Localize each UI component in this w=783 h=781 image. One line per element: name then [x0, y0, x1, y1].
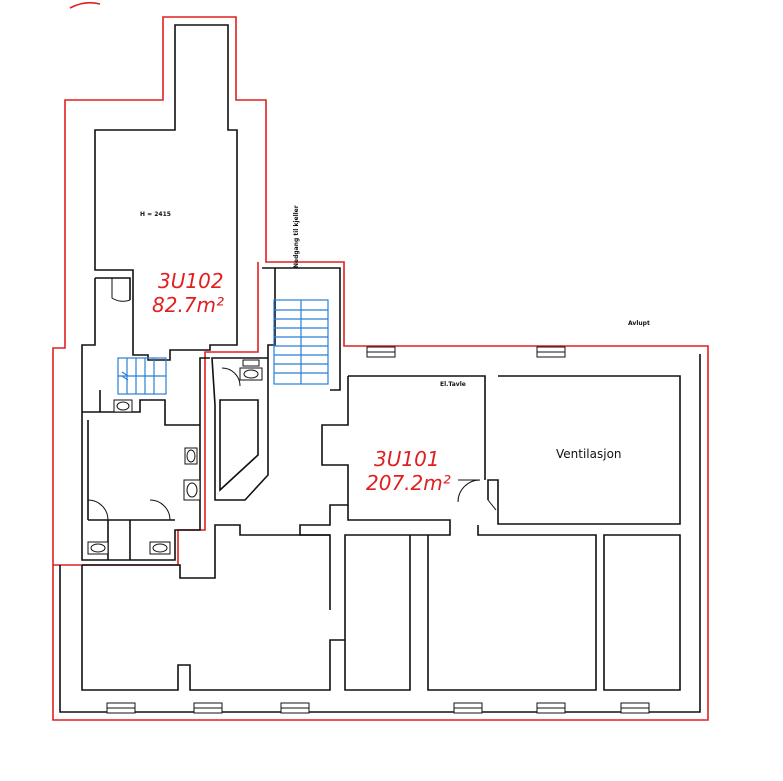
wall-outer-east — [59, 354, 701, 713]
wall-ventilasjon — [487, 375, 681, 525]
labels: 3U102 82.7m² 3U101 207.2m² Ventilasjon H… — [140, 205, 650, 495]
door-swing — [487, 499, 497, 511]
wall-bath-block — [82, 390, 200, 560]
door-swing — [457, 479, 481, 503]
avlupt-label: Avlupt — [628, 320, 650, 327]
stairs — [117, 299, 329, 395]
wall-3u102-north — [94, 24, 238, 361]
area-boundary — [52, 1, 709, 721]
height-label: H = 2415 — [140, 211, 171, 218]
room-code-3u102: 3U102 — [158, 269, 224, 293]
wall-corridor — [344, 505, 681, 691]
door-swing — [221, 367, 241, 387]
doors — [87, 278, 497, 521]
door-swing — [87, 499, 109, 521]
stair-note-label: Nedgang til kjeller — [293, 205, 300, 268]
walls — [59, 24, 701, 713]
fixtures — [87, 359, 263, 555]
wall-3u102-inner — [81, 277, 210, 561]
door-swing — [111, 278, 131, 302]
room-area-3u101: 207.2m² — [366, 471, 451, 495]
wall-stair-hall — [211, 267, 341, 501]
room-code-3u101: 3U101 — [374, 447, 440, 471]
room-area-3u102: 82.7m² — [152, 293, 224, 317]
boundary-outline — [52, 16, 709, 721]
boundary-corner-arc — [69, 1, 101, 9]
door-swing — [149, 499, 171, 521]
el-tavle-label: El.Tavle — [440, 381, 466, 388]
windows — [106, 346, 650, 714]
wall-south-rooms — [81, 524, 345, 691]
wall-stair-triangle — [219, 399, 259, 492]
room-label-ventilasjon: Ventilasjon — [556, 447, 622, 461]
